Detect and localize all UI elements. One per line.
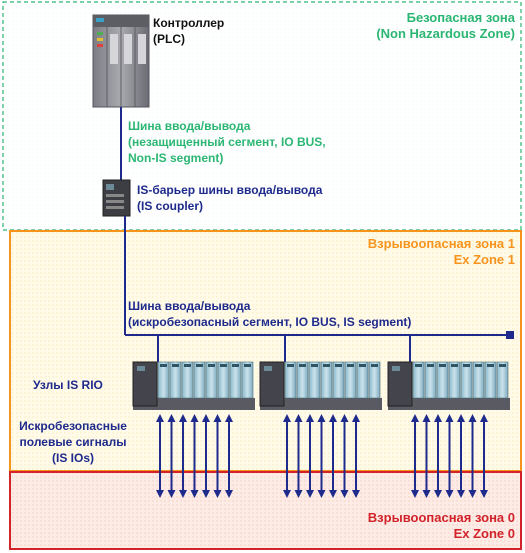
- rio-node: [132, 361, 255, 410]
- field-signal-arrow: [422, 414, 431, 498]
- safe-zone-title: Безопасная зона (Non Hazardous Zone): [376, 10, 515, 41]
- field-signal-arrow: [202, 414, 210, 498]
- ex-zone-0-area: [9, 471, 522, 550]
- field-signal-arrow: [225, 414, 233, 498]
- field-signal-arrow: [411, 414, 419, 498]
- field-signal-arrow: [352, 414, 360, 498]
- bus-terminator: [506, 331, 514, 339]
- field-signal-arrow: [340, 414, 349, 498]
- rio-node: [259, 361, 382, 410]
- ex-zone-1-title: Взрывоопасная зона 1 Ex Zone 1: [367, 236, 515, 267]
- field-signal-arrow: [156, 414, 164, 498]
- field-signal-arrow: [306, 414, 314, 498]
- is-bus-line: [124, 216, 510, 362]
- field-signal-arrow: [167, 414, 176, 498]
- field-signal-arrow: [294, 414, 303, 498]
- field-signal-arrow: [329, 414, 337, 498]
- field-signal-arrow: [190, 414, 199, 498]
- is-coupler-icon: [102, 179, 131, 217]
- rio-nodes-label: Узлы IS RIO: [33, 378, 103, 392]
- field-signal-arrow: [434, 414, 442, 498]
- field-signal-arrow: [468, 414, 477, 498]
- field-signal-arrow: [480, 414, 488, 498]
- field-signal-arrow: [317, 414, 326, 498]
- rio-node: [387, 361, 510, 410]
- field-signal-arrow: [283, 414, 291, 498]
- plc-icon: [92, 14, 150, 108]
- plc-label: Контроллер (PLC): [153, 16, 225, 46]
- rio-nodes: [132, 361, 510, 410]
- ex-zone-1-area: [9, 230, 522, 472]
- non-is-bus-label: Шина ввода/вывода (незащищенный сегмент,…: [128, 119, 326, 165]
- safe-zone-area: [2, 1, 522, 231]
- field-signal-arrow: [213, 414, 222, 498]
- ex-zone-0-title: Взрывоопасная зона 0 Ex Zone 0: [367, 510, 515, 541]
- is-coupler-label: IS-барьер шины ввода/вывода (IS coupler): [137, 183, 323, 213]
- field-signal-arrow: [445, 414, 454, 498]
- field-signals-label: Искробезопасные полевые сигналы (IS IOs): [19, 419, 127, 465]
- is-bus-label: Шина ввода/вывода (искробезопасный сегме…: [128, 299, 412, 329]
- field-signal-arrow: [457, 414, 465, 498]
- field-signal-arrows: [156, 414, 488, 498]
- field-signal-arrow: [179, 414, 187, 498]
